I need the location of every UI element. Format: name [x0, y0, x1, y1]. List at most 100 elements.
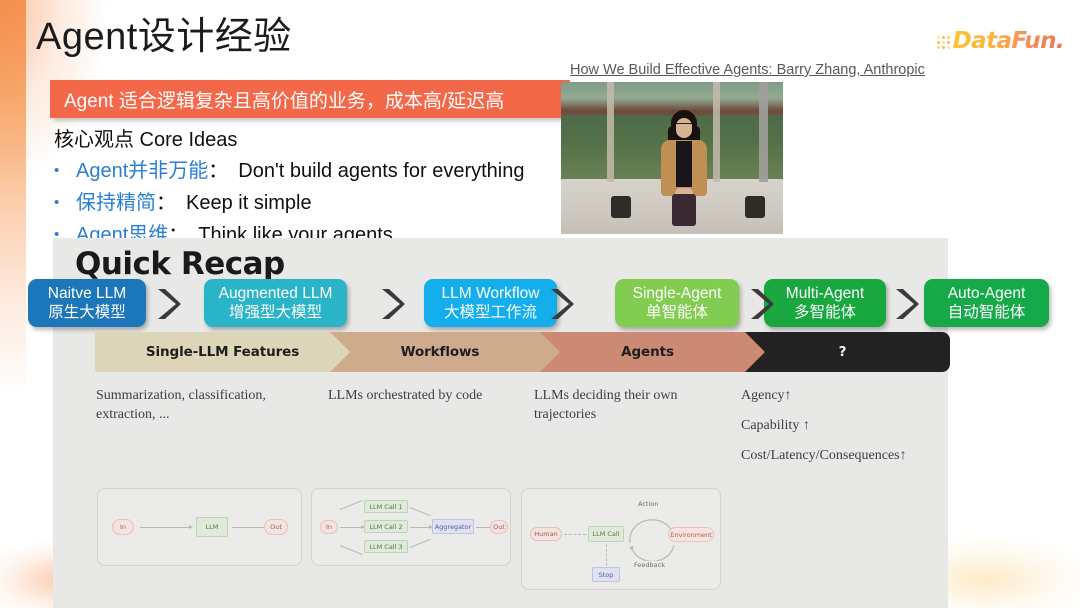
edge-in-to-call3 [339, 545, 363, 555]
band-single-llm-features: Single-LLM Features [95, 332, 350, 372]
video-source-link[interactable]: How We Build Effective Agents: Barry Zha… [570, 62, 925, 78]
stage-label-en: Naitve LLM [47, 285, 127, 302]
thumb-light-stand [611, 196, 631, 218]
band-label: Agents [621, 344, 674, 360]
stage-label-en: Augmented LLM [218, 285, 333, 302]
list-item: • Agent并非万能 ： Don't build agents for eve… [54, 156, 574, 188]
node-aggregator: Aggregator [432, 519, 474, 534]
band-label: ? [838, 344, 847, 360]
list-item-sep: ： [156, 192, 176, 214]
core-ideas-block: 核心观点 Core Ideas • Agent并非万能 ： Don't buil… [54, 126, 574, 252]
stage-label-cn: 自动智能体 [947, 304, 1026, 321]
list-item-cn: Agent并非万能 [76, 160, 209, 182]
edge-call1-to-agg [409, 507, 431, 517]
stage-progression-row: Naitve LLM 原生大模型 Augmented LLM 增强型大模型 LLM Wo… [24, 279, 1054, 331]
thumb-window-mullion [713, 82, 720, 183]
edge-call3-to-agg [409, 538, 431, 548]
list-item-en: Don't build agents for everything [238, 160, 525, 182]
edge-label-action: Action [638, 500, 659, 508]
description-line: LLMs deciding their own [534, 388, 678, 403]
node-environment: Environment [668, 527, 714, 542]
band-label: Single-LLM Features [145, 344, 300, 360]
workflow-diagram-cards: In LLM Out In LLM Call 1 LLM Call 2 LLM … [97, 488, 957, 600]
bullet-icon: • [54, 162, 60, 179]
thumb-speaker-figure [657, 110, 711, 226]
thumb-window-mullion [759, 82, 768, 183]
capability-descriptions: Summarization, classification,extraction… [96, 386, 956, 466]
thumb-background-upper [561, 82, 783, 122]
band-agents: Agents [530, 332, 765, 372]
description-line: LLMs orchestrated by code [328, 388, 483, 403]
stage-label-en: LLM Workflow [441, 285, 540, 302]
stage-label-en: Auto-Agent [947, 285, 1026, 302]
description-column-1: Summarization, classification,extraction… [96, 386, 266, 424]
edge-in-to-llm [140, 524, 193, 529]
description-column-3: LLMs deciding their own trajectories [534, 386, 677, 424]
list-item-sep: ： [208, 160, 229, 182]
edge-label-feedback: Feedback [634, 561, 665, 569]
edge-call2-to-agg [410, 524, 433, 529]
edge-in-to-call2 [340, 524, 365, 529]
callout-banner: Agent 适合逻辑复杂且高价值的业务，成本高/延迟高 [50, 80, 570, 118]
stage-box-naitve-llm[interactable]: Naitve LLM 原生大模型 [28, 279, 146, 327]
node-llm-call-1: LLM Call 1 [364, 500, 408, 513]
diagram-card-basic-llm: In LLM Out [97, 488, 302, 566]
chevron-right-icon [549, 287, 575, 321]
thumb-window-mullion [607, 82, 614, 183]
stage-box-single-agent[interactable]: Single-Agent 单智能体 [615, 279, 739, 327]
node-llm: LLM [196, 517, 228, 537]
list-item-en: Keep it simple [186, 192, 312, 214]
stage-label-en: Single-Agent [632, 285, 722, 302]
list-item-cn: 保持精简 [76, 192, 156, 214]
description-column-2: LLMs orchestrated by code [328, 386, 482, 405]
edge-in-to-call1 [339, 500, 363, 510]
edge-human-llm [564, 534, 586, 535]
node-out: Out [264, 519, 288, 535]
stage-box-llm-workflow[interactable]: LLM Workflow 大模型工作流 [424, 279, 557, 327]
node-stop: Stop [592, 567, 620, 582]
stage-box-multi-agent[interactable]: Multi-Agent 多智能体 [764, 279, 886, 327]
bullet-icon: • [54, 226, 60, 243]
chevron-right-icon [749, 287, 775, 321]
node-in: In [112, 519, 134, 535]
chevron-right-icon [156, 287, 182, 321]
core-ideas-heading: 核心观点 Core Ideas [54, 129, 238, 151]
diagram-card-agent-loop: Human LLM Call Stop Action Feedback Envi… [521, 488, 721, 590]
description-column-4: Agency↑ Capability ↑ Cost/Latency/Conseque… [741, 386, 907, 476]
node-out: Out [490, 520, 508, 534]
band-label: Workflows [400, 344, 480, 360]
edge-llm-stop [606, 544, 607, 566]
chevron-right-icon [380, 287, 406, 321]
stage-label-cn: 单智能体 [645, 304, 708, 321]
band-unknown: ? [735, 332, 950, 372]
stage-label-cn: 多智能体 [793, 304, 856, 321]
capability-band-row: Single-LLM Features Workflows Agents? [95, 332, 950, 372]
description-line: Summarization, classification, [96, 388, 266, 403]
logo-dots-icon [936, 35, 950, 49]
band-workflows: Workflows [320, 332, 560, 372]
node-in: In [320, 520, 338, 534]
node-llm-call-3: LLM Call 3 [364, 540, 408, 553]
stage-box-auto-agent[interactable]: Auto-Agent 自动智能体 [924, 279, 1049, 327]
node-llm-call-2: LLM Call 2 [364, 520, 408, 533]
bullet-icon: • [54, 194, 60, 211]
video-thumbnail[interactable] [561, 82, 783, 234]
node-llm-call: LLM Call [588, 526, 624, 542]
stage-box-augmented-llm[interactable]: Augmented LLM 增强型大模型 [204, 279, 347, 327]
quick-recap-title: Quick Recap [75, 246, 285, 282]
logo-wordmark: DataFun. [952, 28, 1065, 54]
stage-label-cn: 大模型工作流 [443, 304, 537, 321]
stage-label-en: Multi-Agent [785, 285, 865, 302]
description-line: Agency↑ [741, 388, 792, 403]
stage-label-cn: 原生大模型 [48, 304, 126, 321]
node-human: Human [530, 527, 562, 541]
description-line: Capability ↑ [741, 418, 810, 433]
page-title: Agent设计经验 [36, 16, 292, 58]
description-line: trajectories [534, 407, 597, 422]
list-item: • 保持精简 ： Keep it simple [54, 188, 574, 220]
chevron-right-icon [894, 287, 920, 321]
thumb-light-stand [745, 196, 765, 218]
stage-label-cn: 增强型大模型 [228, 304, 322, 321]
description-line: Cost/Latency/Consequences↑ [741, 448, 907, 463]
